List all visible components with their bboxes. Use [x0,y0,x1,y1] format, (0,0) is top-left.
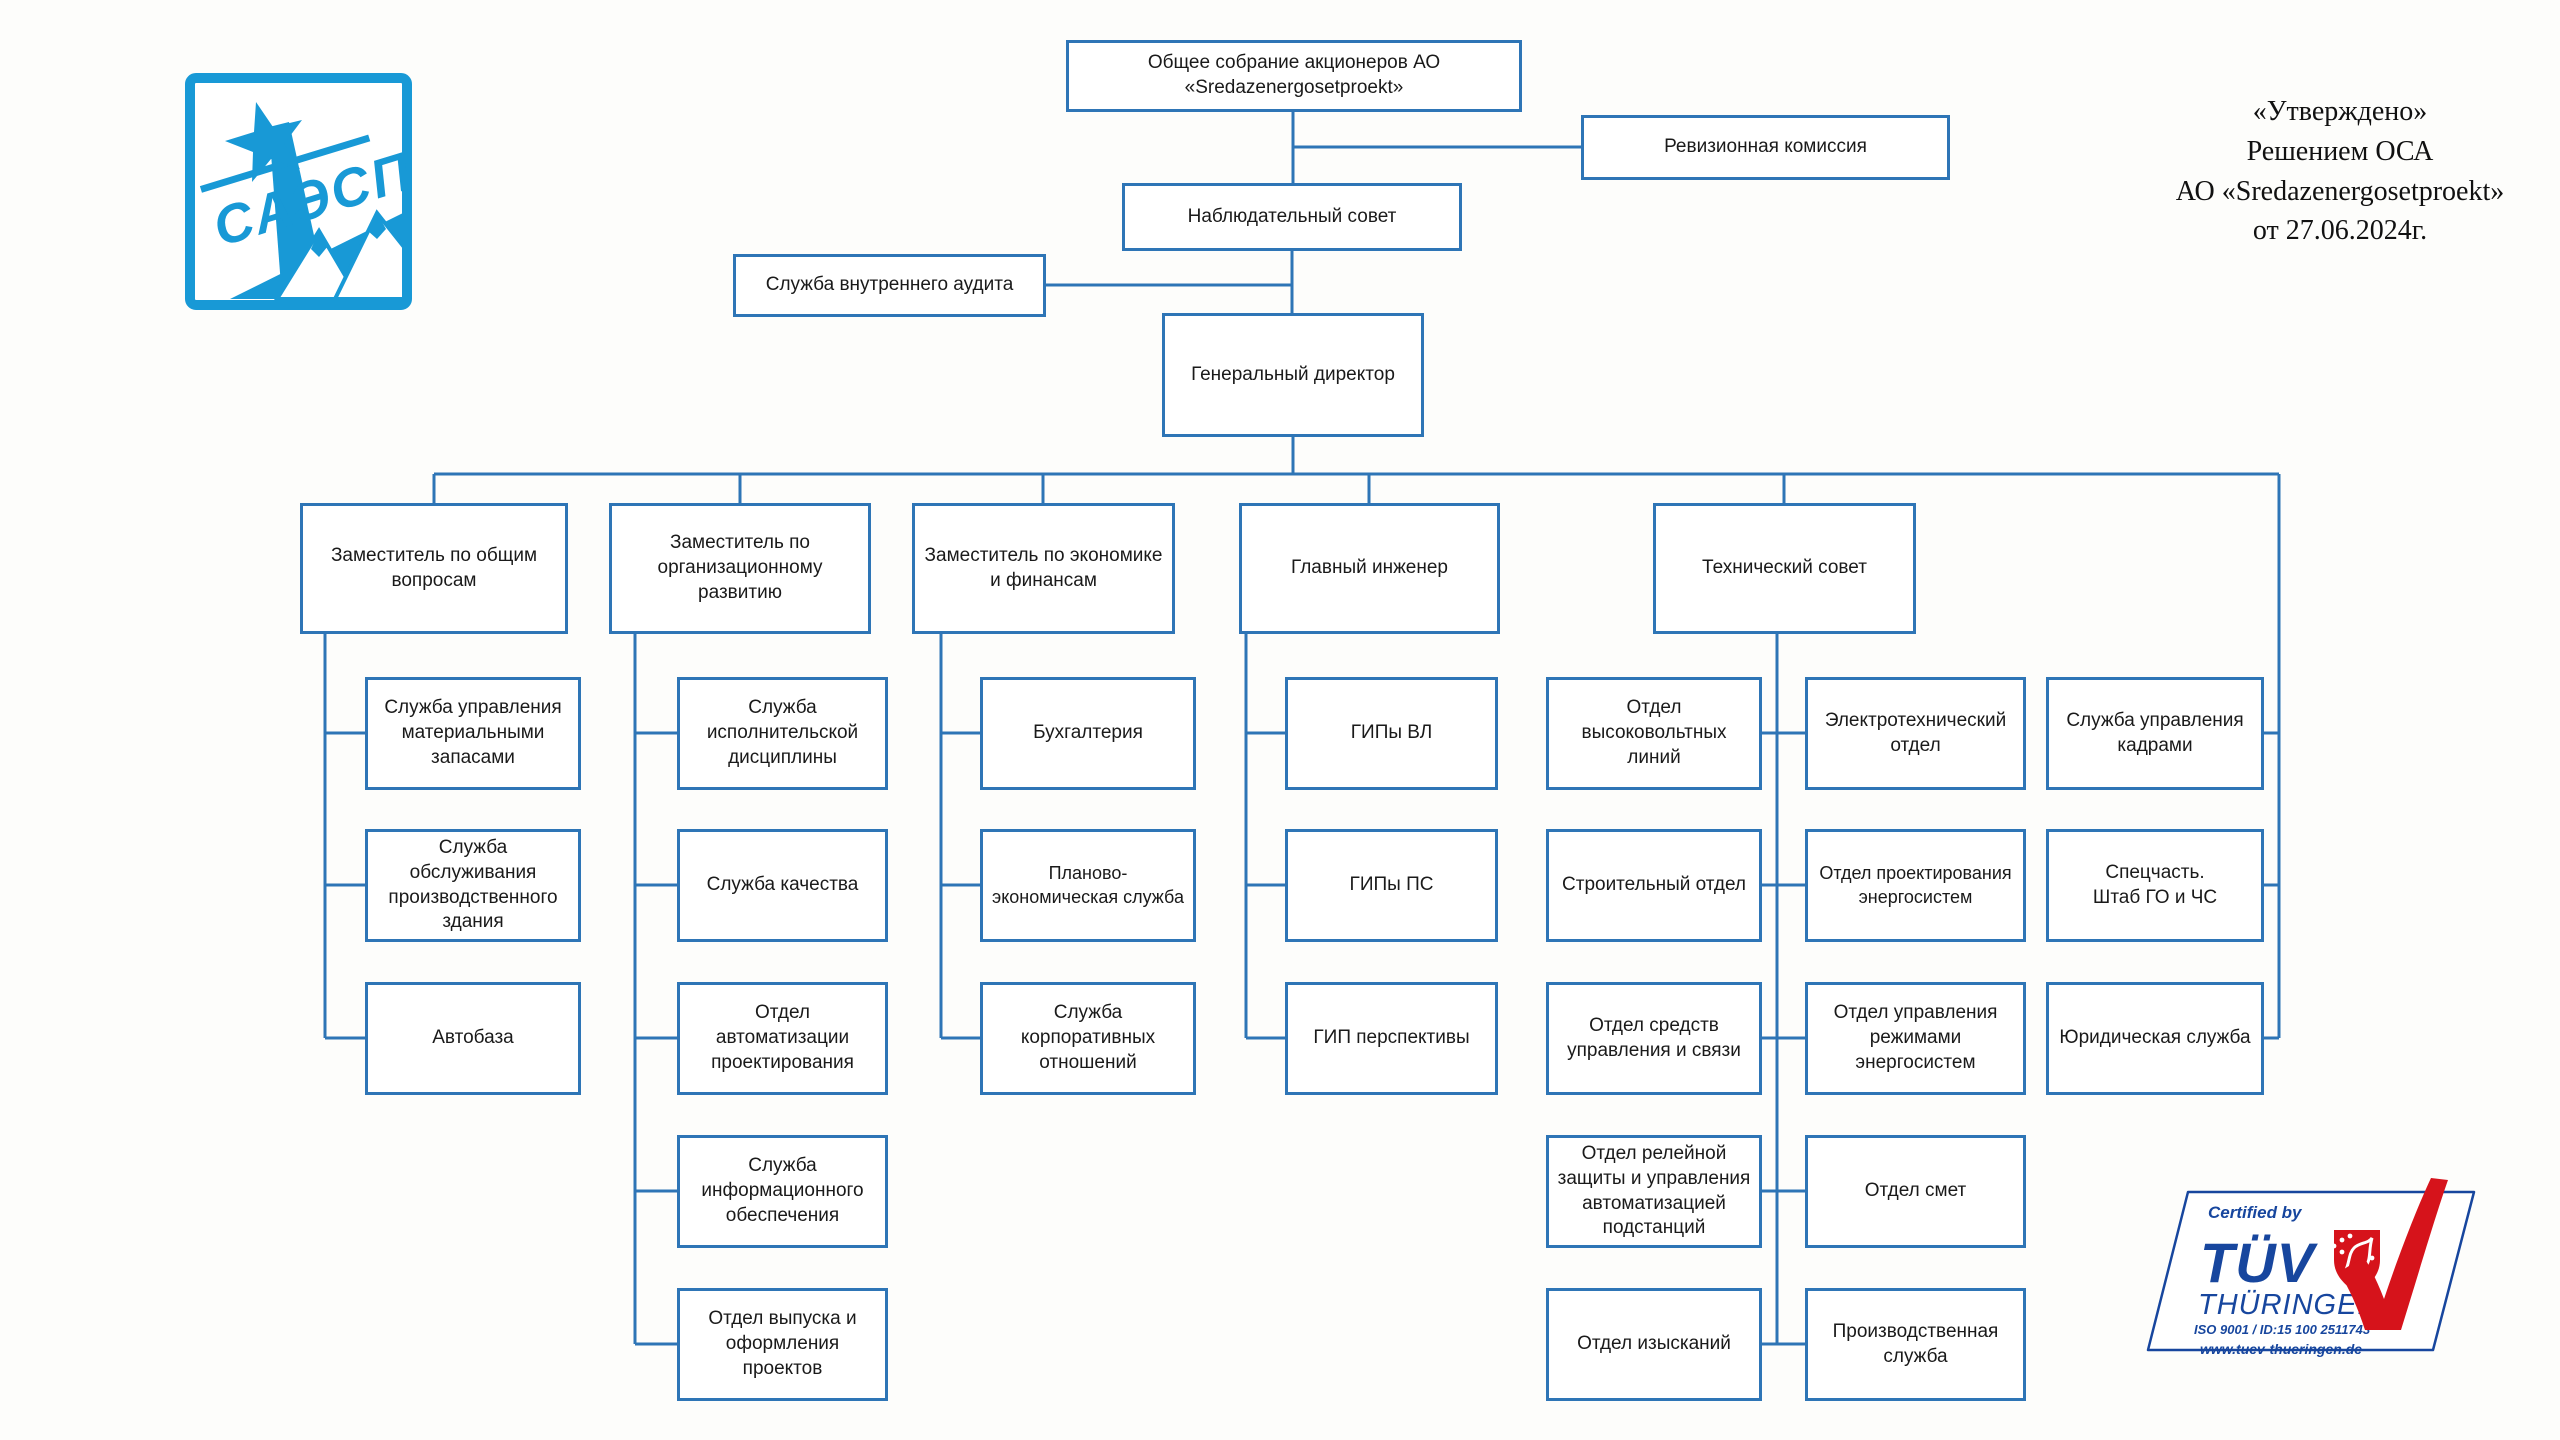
node-material-reserves: Служба управления материальными запасами [365,677,581,790]
node-label: Ревизионная комиссия [1664,136,1867,158]
node-information-support: Служба информационного обеспечения [677,1135,888,1248]
approval-line: Решением ОСА [2246,135,2434,167]
node-label: Отдел автоматизации проектирования [711,1002,854,1073]
node-label: Заместитель по общим вопросам [330,544,538,591]
node-building-maintenance: Служба обслуживания производственного зд… [365,829,581,942]
node-surveys-dept: Отдел изысканий [1546,1288,1762,1401]
node-label: Служба внутреннего аудита [765,274,1014,296]
node-label: Отдел высоковольтных линий [1581,697,1727,768]
node-general-director: Генеральный директор [1162,313,1424,437]
website-label: www.tuev-thueringen.de [2200,1341,2362,1357]
node-estimates-dept: Отдел смет [1805,1135,2026,1248]
node-electrotechnical: Электротехнический отдел [1805,677,2026,790]
node-label: Общее собрание акционеров АО «Sredazener… [1147,52,1441,98]
node-chief-engineer: Главный инженер [1239,503,1500,634]
node-label: Заместитель по организационному развитию [657,532,823,603]
tuv-wordmark: TÜV [2200,1231,2319,1294]
certified-by-label: Certified by [2208,1203,2303,1222]
node-label: Служба корпоративных отношений [1020,1002,1156,1073]
node-power-system-modes: Отдел управления режимами энергосистем [1805,982,2026,1095]
node-relay-protection: Отдел релейной защиты и управления автом… [1546,1135,1762,1248]
star-icon [225,102,302,182]
node-label: Электротехнический отдел [1824,709,2007,756]
node-motor-depot: Автобаза [365,982,581,1095]
node-supervisory-board: Наблюдательный совет [1122,183,1462,251]
node-label: Наблюдательный совет [1187,205,1397,227]
node-gip-vl: ГИПы ВЛ [1285,677,1498,790]
node-label: Строительный отдел [1562,874,1746,896]
node-label: Отдел проектирования энергосистем [1819,863,2012,907]
mountains-icon [230,209,406,301]
node-label: Отдел изысканий [1577,1333,1731,1355]
node-label: Производственная служба [1832,1320,1999,1367]
node-label: Служба информационного обеспечения [701,1155,864,1226]
approval-note: «Утверждено» Решением ОСА АО «Sredazener… [2130,92,2550,251]
node-label: Главный инженер [1290,557,1449,579]
node-label: Служба качества [706,874,859,896]
node-label: Заместитель по экономике и финансам [924,544,1163,591]
node-label: Отдел управления режимами энергосистем [1833,1002,1998,1073]
node-label: Отдел смет [1864,1180,1967,1202]
saesp-logo: САЭСП [185,73,412,310]
node-deputy-economics-finance: Заместитель по экономике и финансам [912,503,1175,634]
node-corporate-relations: Служба корпоративных отношений [980,982,1196,1095]
node-audit-commission: Ревизионная комиссия [1581,115,1950,180]
node-quality-service: Служба качества [677,829,888,942]
node-label: Отдел выпуска и оформления проектов [708,1308,857,1379]
node-design-automation: Отдел автоматизации проектирования [677,982,888,1095]
node-internal-audit-service: Служба внутреннего аудита [733,254,1046,317]
node-gip-perspective: ГИП перспективы [1285,982,1498,1095]
node-label: Юридическая служба [2059,1027,2251,1049]
node-label: Служба управления материальными запасами [384,697,562,768]
node-label: ГИПы ВЛ [1350,722,1433,744]
node-label: Служба обслуживания производственного зд… [388,837,558,933]
node-label: Автобаза [432,1027,514,1049]
tuv-certification-badge: Certified by TÜV THÜRINGEN ISO 9001 / ID… [2146,1178,2476,1357]
node-label: Служба управления кадрами [2066,709,2244,756]
checkmark-icon [2339,1178,2448,1330]
node-label: Спецчасть. Штаб ГО и ЧС [2092,861,2218,908]
node-general-meeting: Общее собрание акционеров АО «Sredazener… [1066,40,1522,112]
region-label: THÜRINGEN [2198,1289,2379,1321]
node-label: Служба исполнительской дисциплины [706,697,859,768]
node-deputy-general-affairs: Заместитель по общим вопросам [300,503,568,634]
node-production-service: Производственная служба [1805,1288,2026,1401]
node-label: Технический совет [1702,557,1867,579]
node-control-communication: Отдел средств управления и связи [1546,982,1762,1095]
node-planning-economic: Планово- экономическая служба [980,829,1196,942]
iso-id-label: ISO 9001 / ID:15 100 2511743 [2194,1322,2371,1337]
node-gip-ps: ГИПы ПС [1285,829,1498,942]
approval-line: «Утверждено» [2252,96,2428,127]
node-label: Бухгалтерия [1033,722,1143,744]
node-deputy-org-development: Заместитель по организационному развитию [609,503,871,634]
node-label: Генеральный директор [1191,363,1395,385]
node-accounting: Бухгалтерия [980,677,1196,790]
node-label: ГИП перспективы [1313,1027,1470,1049]
node-label: ГИПы ПС [1349,874,1434,896]
node-high-voltage-lines: Отдел высоковольтных линий [1546,677,1762,790]
node-project-issue: Отдел выпуска и оформления проектов [677,1288,888,1401]
node-special-unit: Спецчасть. Штаб ГО и ЧС [2046,829,2264,942]
node-legal-service: Юридическая служба [2046,982,2264,1095]
node-construction-dept: Строительный отдел [1546,829,1762,942]
approval-line: АО «Sredazenergosetproekt» [2175,175,2505,207]
node-power-system-design: Отдел проектирования энергосистем [1805,829,2026,942]
node-hr-service: Служба управления кадрами [2046,677,2264,790]
node-label: Планово- экономическая служба [992,863,1184,907]
node-technical-council: Технический совет [1653,503,1916,634]
node-executive-discipline: Служба исполнительской дисциплины [677,677,888,790]
approval-line: от 27.06.2024г. [2252,215,2428,247]
node-label: Отдел средств управления и связи [1567,1014,1741,1061]
node-label: Отдел релейной защиты и управления автом… [1557,1143,1751,1239]
